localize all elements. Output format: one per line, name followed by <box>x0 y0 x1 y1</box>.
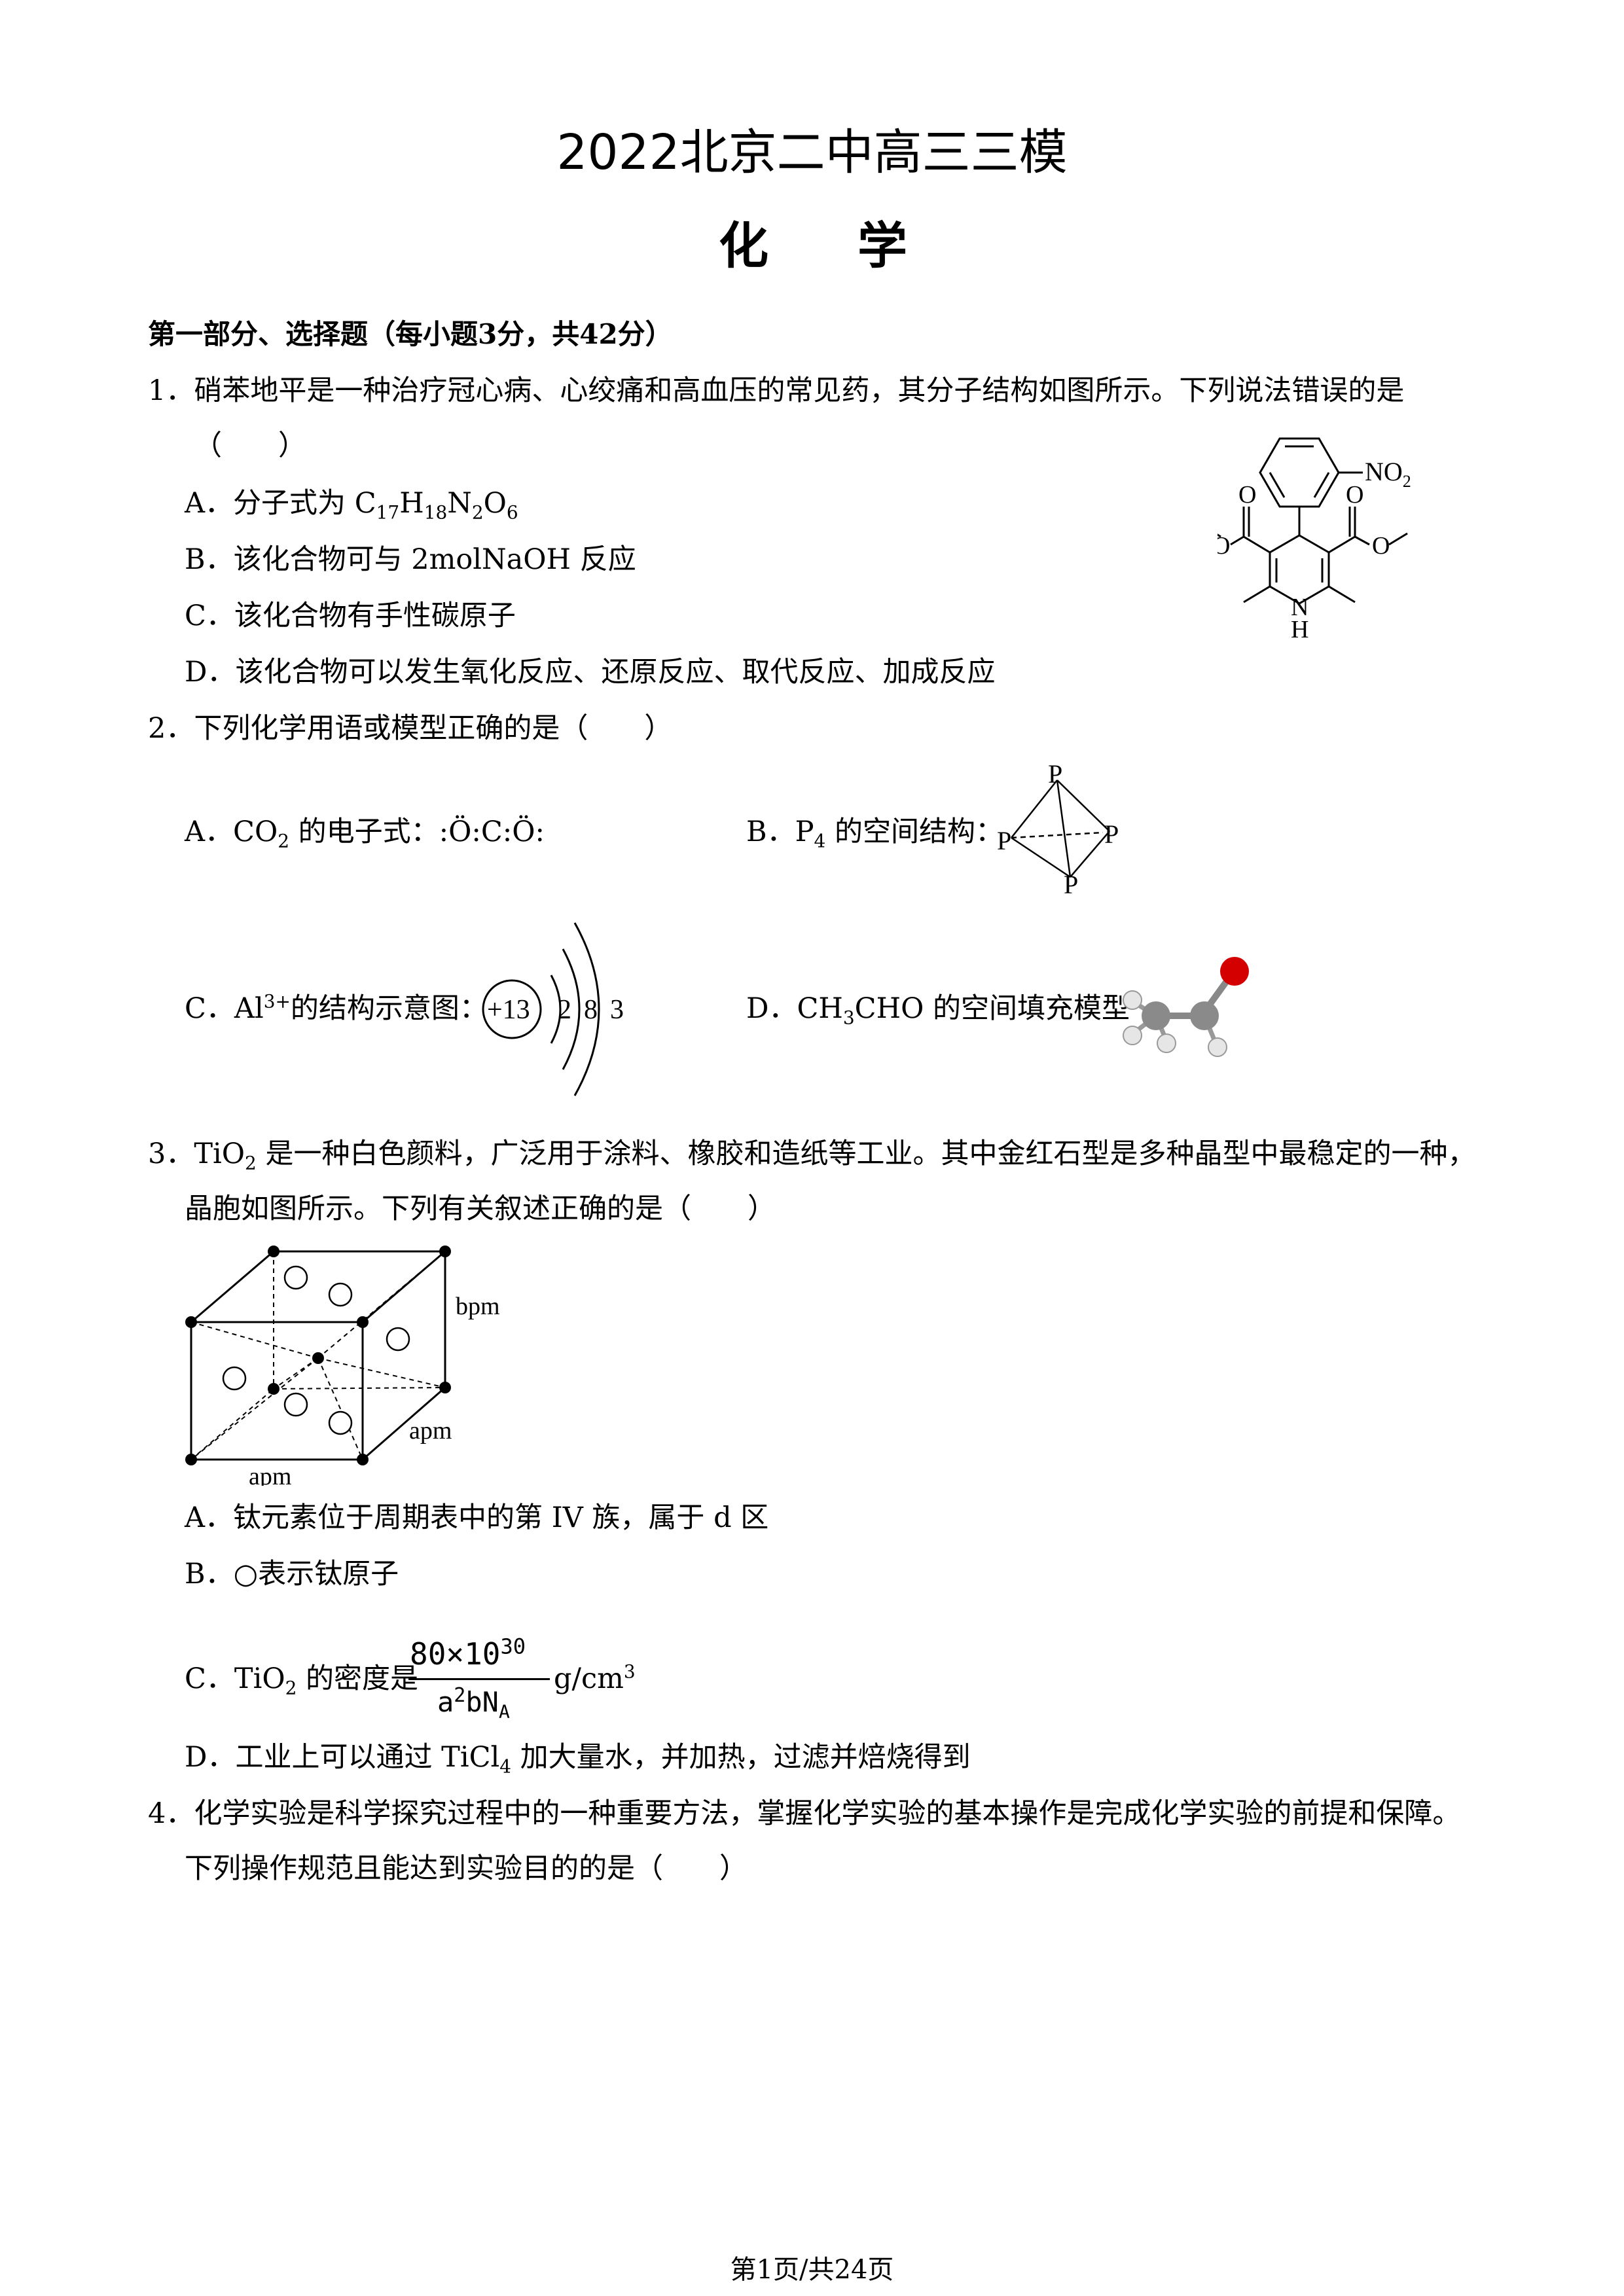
shell-electrons: 2 <box>558 995 571 1025</box>
density-unit: g/cm3 <box>554 1660 636 1695</box>
subject-title: 化学 <box>719 217 996 275</box>
section-heading: 第一部分、选择题（每小题3分，共42分） <box>148 318 673 350</box>
q1-option-b: B．该化合物可与 2molNaOH 反应 <box>185 543 636 576</box>
density-fraction: 80×1030 a2bNA <box>406 1623 552 1721</box>
exam-title: 2022北京二中高三三模 <box>556 124 1068 181</box>
fraction-bar <box>408 1678 550 1680</box>
q2-option-d: D．CH3CHO 的空间填充模型 <box>746 992 1130 1029</box>
q3-option-d: D．工业上可以通过 TiCl4 加大量水，并加热，过滤并焙烧得到 <box>185 1741 971 1778</box>
q2-option-a: A．CO2 的电子式：:Ö:C:Ö: <box>185 816 545 852</box>
shell-electrons: 8 <box>584 995 598 1025</box>
q1-stem-line1: 1．硝苯地平是一种治疗冠心病、心绞痛和高血压的常见药，其分子结构如图所示。下列说… <box>148 374 1405 407</box>
q3-stem-line1: 3．TiO2 是一种白色颜料，广泛用于涂料、橡胶和造纸等工业。其中金红石型是多种… <box>148 1138 1476 1174</box>
p4-structure-figure: P P P P <box>997 759 1119 899</box>
q2-option-b: B．P4 的空间结构： <box>746 816 1003 852</box>
q3-option-c-prefix: C．TiO2 的密度是 <box>185 1662 419 1699</box>
q3-option-b: B．○表示钛原子 <box>185 1558 399 1590</box>
q3-option-a: A．钛元素位于周期表中的第 IV 族，属于 d 区 <box>185 1501 769 1534</box>
hydrogen-atom <box>1157 1033 1176 1053</box>
atom-o: O <box>1372 532 1390 560</box>
q4-stem-line2: 下列操作规范且能达到实验目的的是（ ） <box>185 1852 748 1885</box>
atom-o: O <box>1238 481 1256 509</box>
hydrogen-atom <box>1123 990 1142 1010</box>
q1-option-d: D．该化合物可以发生氧化反应、还原反应、取代反应、加成反应 <box>185 656 996 689</box>
q1-option-a: A．分子式为 C17H18N2O6 <box>185 487 518 524</box>
al-ion-structure-diagram: +13 2 8 3 <box>482 922 624 1096</box>
tio2-unit-cell-figure: bpm apm apm <box>185 1246 500 1486</box>
q3-stem-line2: 晶胞如图所示。下列有关叙述正确的是（ ） <box>185 1193 776 1225</box>
nifedipine-structure-figure: NO2 O O O O N H <box>1218 437 1411 643</box>
q1-stem-line2: （ ） <box>194 429 306 462</box>
label-apm-side: apm <box>409 1417 452 1444</box>
atom-n: N <box>1291 594 1308 621</box>
p-atom: P <box>1048 759 1062 789</box>
page-number: 第1页/共24页 <box>730 2255 894 2285</box>
carbon-atom <box>1190 1001 1219 1030</box>
q2-stem: 2．下列化学用语或模型正确的是（ ） <box>148 712 673 745</box>
fraction-denominator: a2bNA <box>437 1684 510 1723</box>
p-atom: P <box>1104 819 1119 849</box>
hydrogen-atom <box>1208 1037 1227 1057</box>
carbon-atom <box>1142 1001 1170 1030</box>
atom-o: O <box>1346 481 1363 509</box>
no2-label: NO2 <box>1365 457 1411 491</box>
q2-option-c: C．Al3+的结构示意图： <box>185 990 488 1025</box>
label-apm-bottom: apm <box>249 1463 291 1486</box>
shell-electrons: 3 <box>610 995 624 1025</box>
hydrogen-atom <box>1123 1026 1142 1045</box>
nucleus-circle <box>482 979 542 1039</box>
q4-stem-line1: 4．化学实验是科学探究过程中的一种重要方法，掌握化学实验的基本操作是完成化学实验… <box>148 1797 1461 1830</box>
p-atom: P <box>997 826 1011 855</box>
co2-electron-formula: :Ö:C:Ö: <box>439 816 545 848</box>
q1-option-c: C．该化合物有手性碳原子 <box>185 600 516 632</box>
atom-h: H <box>1291 616 1308 643</box>
oxygen-atom <box>1220 957 1249 986</box>
fraction-numerator: 80×1030 <box>410 1634 526 1672</box>
atom-o: O <box>1218 532 1230 560</box>
p-atom: P <box>1064 870 1078 899</box>
ch3cho-space-filling-model <box>1123 957 1249 1057</box>
nucleus-charge: +13 <box>487 995 530 1025</box>
label-bpm: bpm <box>456 1293 500 1320</box>
